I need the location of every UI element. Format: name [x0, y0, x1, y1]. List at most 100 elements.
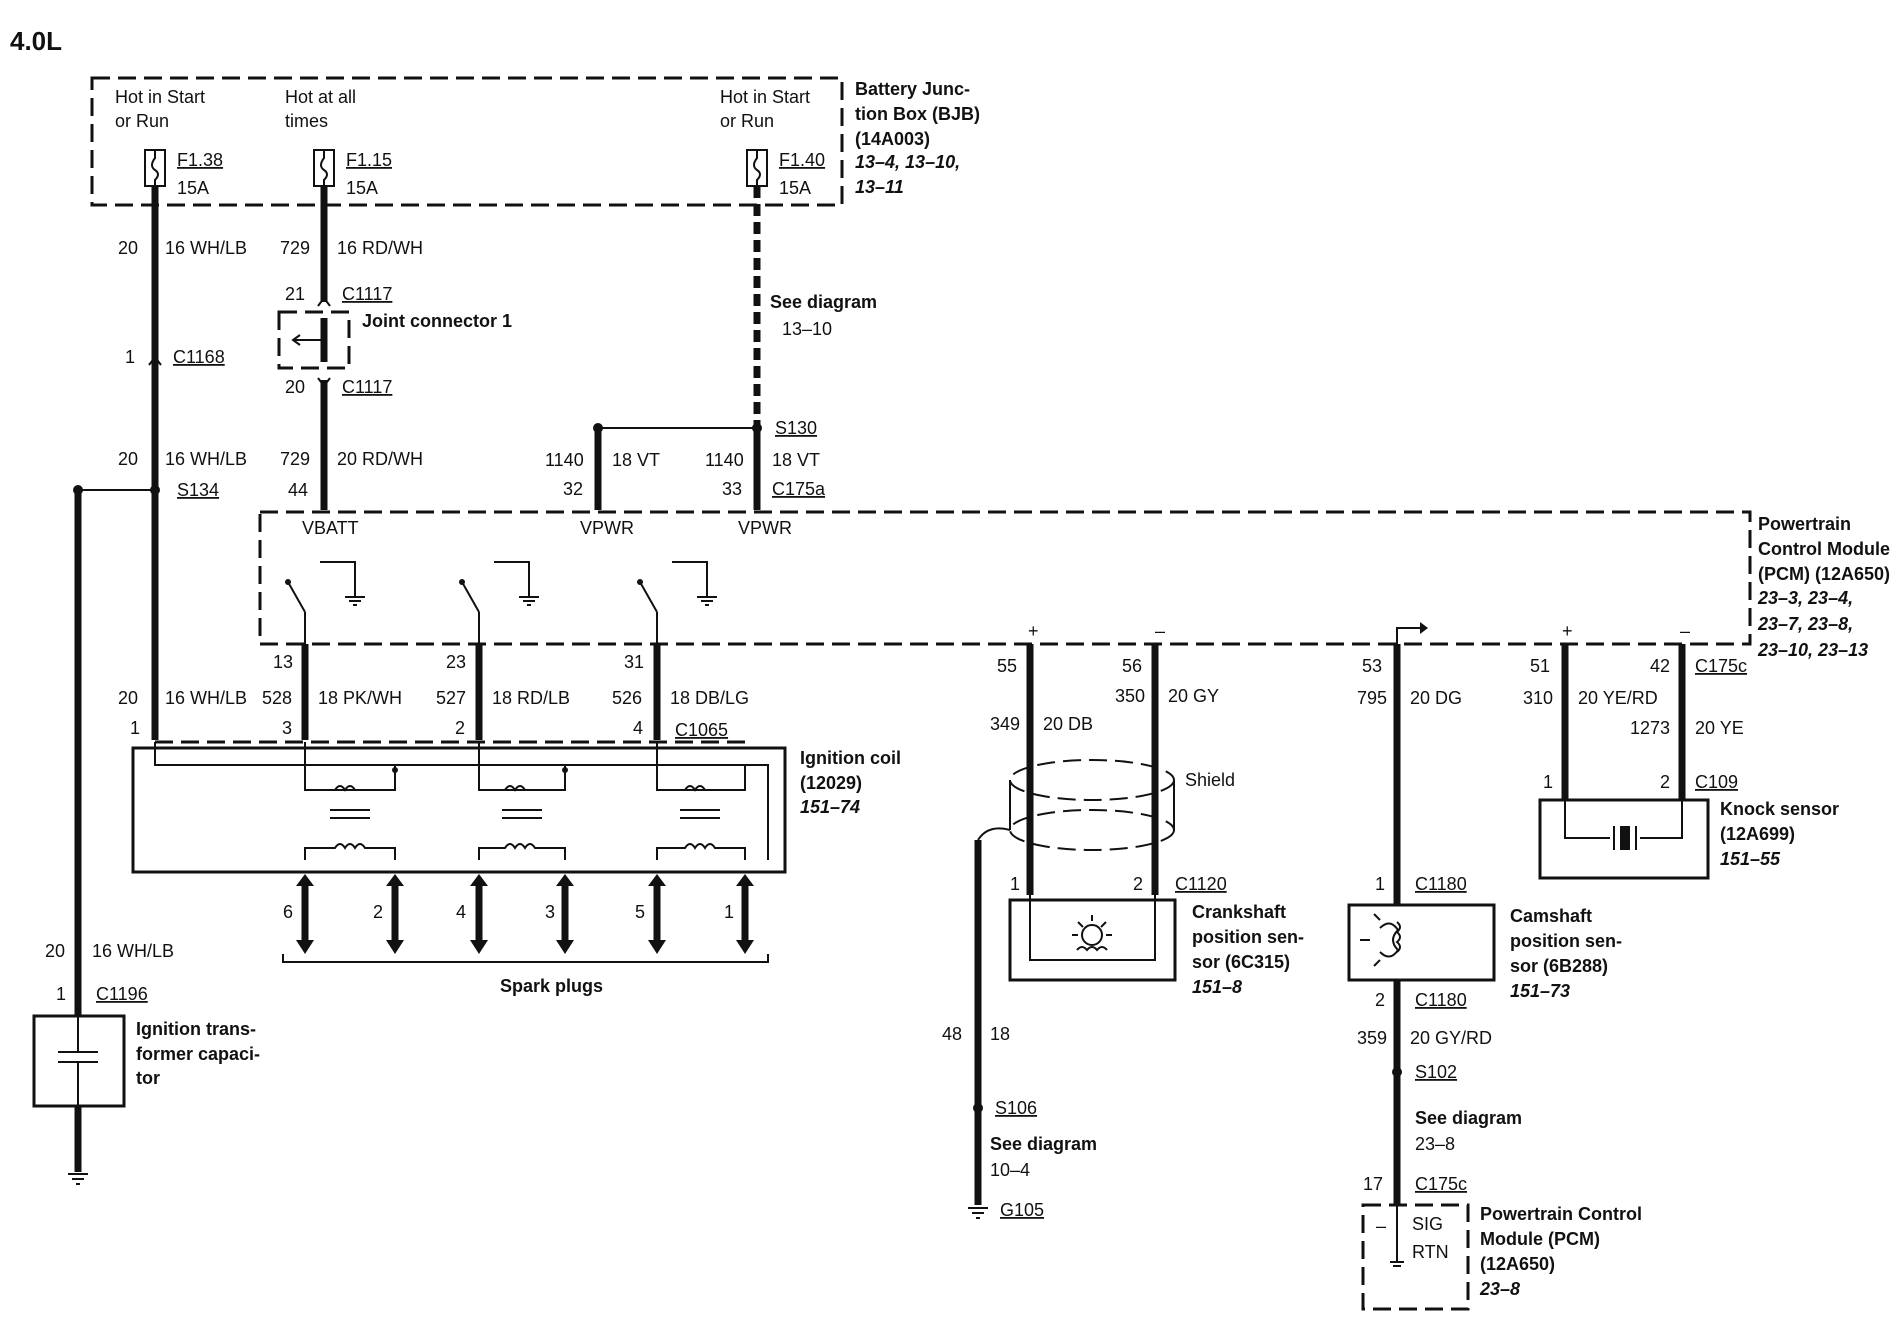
- c1120-label: C1120: [1175, 874, 1227, 894]
- fuse-f140-id: F1.40: [779, 150, 825, 170]
- wire-20-cap-color: 16 WH/LB: [92, 941, 174, 961]
- coil-title-2: (12029): [800, 773, 862, 793]
- wire-20-color-b: 16 WH/LB: [165, 449, 247, 469]
- s106-label: S106: [995, 1098, 1037, 1118]
- coil-pin-4: 4: [633, 718, 643, 738]
- wire-795-color: 20 DG: [1410, 688, 1462, 708]
- c1196-pin: 1: [56, 984, 66, 1004]
- ks-title-1: Knock sensor: [1720, 799, 1839, 819]
- pcm-refs-1: 23–3, 23–4,: [1757, 588, 1853, 608]
- pin-55: 55: [997, 656, 1017, 676]
- wire-349-color: 20 DB: [1043, 714, 1093, 734]
- pcm-pin-32: 32: [563, 479, 583, 499]
- c1168-label: C1168: [173, 347, 225, 367]
- wire-526-num: 526: [612, 688, 642, 708]
- engine-label: 4.0L: [10, 26, 62, 56]
- wire-310-color: 20 YE/RD: [1578, 688, 1658, 708]
- cap-title-1: Ignition trans-: [136, 1019, 256, 1039]
- c1120-pin-1: 1: [1010, 874, 1020, 894]
- cmp-ref: 151–73: [1510, 981, 1570, 1001]
- c109-pin-1: 1: [1543, 772, 1553, 792]
- fuse-f115-id: F1.15: [346, 150, 392, 170]
- wire-527-num: 527: [436, 688, 466, 708]
- rtn-label: RTN: [1412, 1242, 1449, 1262]
- pcm-driver-1: [285, 561, 365, 644]
- cmp-sensor-icon: [1360, 913, 1401, 967]
- see-diagram-1-ref: 13–10: [782, 319, 832, 339]
- pcm2-title-3: (12A650): [1480, 1254, 1555, 1274]
- cap-title-2: former capaci-: [136, 1044, 260, 1064]
- plug-6: 6: [283, 902, 293, 922]
- pcm2-minus: –: [1376, 1216, 1386, 1236]
- wire-528-num: 528: [262, 688, 292, 708]
- ignition-coil-box: [131, 746, 787, 874]
- c109-pin-2: 2: [1660, 772, 1670, 792]
- plug-5: 5: [635, 902, 645, 922]
- knock-sensor-box: [1538, 798, 1710, 880]
- pcm-refs-3: 23–10, 23–13: [1757, 640, 1868, 660]
- coil-title-1: Ignition coil: [800, 748, 901, 768]
- wire-1140-color-a: 18 VT: [612, 450, 660, 470]
- wire-349-num: 349: [990, 714, 1020, 734]
- bjb-hot-3b: or Run: [720, 111, 774, 131]
- wire-1273-num: 1273: [1630, 718, 1670, 738]
- pcm-driver-2: [459, 561, 539, 644]
- wire-1140-num-a: 1140: [545, 450, 584, 470]
- bjb-title-2: tion Box (BJB): [855, 104, 980, 124]
- s130-label: S130: [775, 418, 817, 438]
- cap-title-3: tor: [136, 1068, 160, 1088]
- wire-795-num: 795: [1357, 688, 1387, 708]
- pcm-box: [258, 510, 1752, 646]
- spark-plug-arrows: [296, 874, 754, 954]
- fuse-f115-amps: 15A: [346, 178, 378, 198]
- wire-350-color: 20 GY: [1168, 686, 1219, 706]
- pin-13: 13: [273, 652, 293, 672]
- wire-528-color: 18 PK/WH: [318, 688, 402, 708]
- c175c-label-a: C175c: [1695, 656, 1747, 676]
- pin-53: 53: [1362, 656, 1382, 676]
- wire-20-color-c: 16 WH/LB: [165, 688, 247, 708]
- ground-icon-sigrtn: [1390, 1261, 1404, 1267]
- c175c-label-b: C175c: [1415, 1174, 1467, 1194]
- ground-icon-capacitor: [68, 1173, 88, 1185]
- wire-20-color: 16 WH/LB: [165, 238, 247, 258]
- wire-527-color: 18 RD/LB: [492, 688, 570, 708]
- wire-1273-color: 20 YE: [1695, 718, 1744, 738]
- wire-350-num: 350: [1115, 686, 1145, 706]
- pin-23: 23: [446, 652, 466, 672]
- wire-729b-color: 20 RD/WH: [337, 449, 423, 469]
- c175c-pin-17: 17: [1363, 1174, 1383, 1194]
- pcm2-box: [1361, 1203, 1470, 1311]
- c1117-pin-20: 20: [285, 377, 305, 397]
- shield-label: Shield: [1185, 770, 1235, 790]
- joint-connector-box: [277, 310, 351, 370]
- see-diagram-2-ref: 10–4: [990, 1160, 1030, 1180]
- pin-51: 51: [1530, 656, 1550, 676]
- ckp-ref: 151–8: [1192, 977, 1242, 997]
- wire-1140-num-b: 1140: [705, 450, 744, 470]
- pin-42: 42: [1650, 656, 1670, 676]
- s102-label: S102: [1415, 1062, 1457, 1082]
- wire-20-cap-num: 20: [45, 941, 65, 961]
- ckp-title-3: sor (6C315): [1192, 952, 1290, 972]
- fuse-f138-amps: 15A: [177, 178, 209, 198]
- plug-4: 4: [456, 902, 466, 922]
- coil-ref: 151–74: [800, 797, 860, 817]
- ckp-minus: –: [1155, 621, 1165, 641]
- joint-connector-label: Joint connector 1: [362, 311, 512, 331]
- coil-pin-3: 3: [282, 718, 292, 738]
- fuse-f138-id: F1.38: [177, 150, 223, 170]
- knock-sensor-icon: [1564, 800, 1683, 850]
- vbatt-label: VBATT: [302, 518, 359, 538]
- ckp-plus: +: [1028, 621, 1039, 641]
- c1117-label-b: C1117: [342, 377, 392, 397]
- c1065-label: C1065: [675, 720, 728, 740]
- wire-1140-color-b: 18 VT: [772, 450, 820, 470]
- see-diagram-1: See diagram: [770, 292, 877, 312]
- bjb-title-1: Battery Junc-: [855, 79, 970, 99]
- ks-ref: 151–55: [1720, 849, 1781, 869]
- bjb-box: [90, 76, 844, 207]
- c1168-pin: 1: [125, 347, 135, 367]
